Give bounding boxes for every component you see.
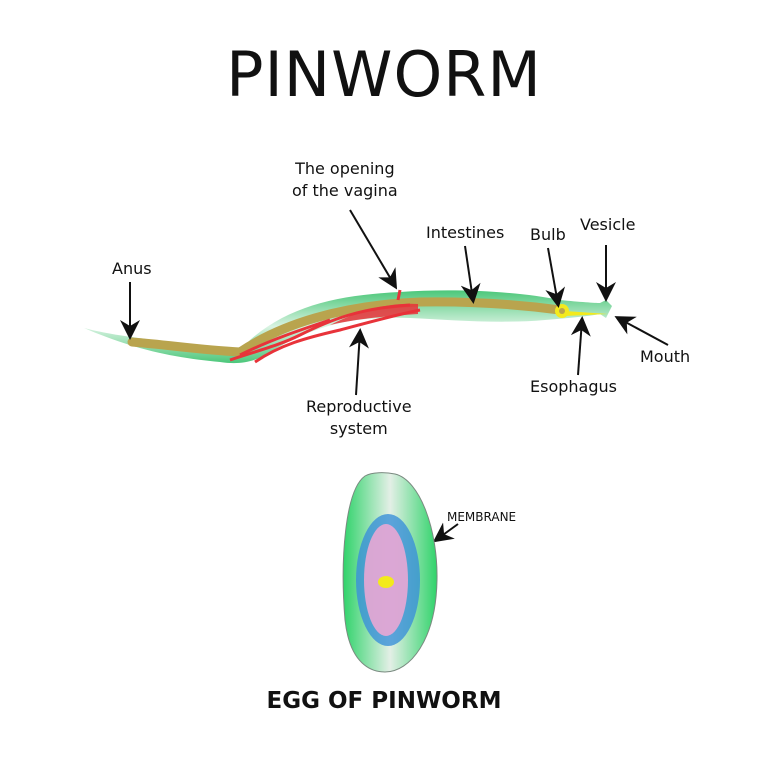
page-title: PINWORM <box>226 38 542 111</box>
pinworm-egg <box>342 472 438 673</box>
label-reproductive-line1: Reproductive <box>306 397 412 416</box>
label-vagina-line2: of the vagina <box>292 181 398 200</box>
label-esophagus: Esophagus <box>530 377 617 396</box>
intestine <box>127 297 565 357</box>
label-vesicle: Vesicle <box>580 215 636 234</box>
egg-title: EGG OF PINWORM <box>266 688 502 714</box>
esophagus <box>565 311 608 316</box>
label-bulb: Bulb <box>530 225 566 244</box>
label-membrane: MEMBRANE <box>447 510 517 524</box>
worm-body <box>84 289 612 364</box>
label-intestines: Intestines <box>426 223 505 242</box>
label-mouth: Mouth <box>640 347 691 366</box>
label-reproductive: Reproductive system <box>306 396 412 440</box>
label-vagina-line1: The opening <box>295 159 395 178</box>
label-vagina: The opening of the vagina <box>292 158 398 202</box>
label-anus: Anus <box>112 259 152 278</box>
label-reproductive-line2: system <box>329 419 388 438</box>
